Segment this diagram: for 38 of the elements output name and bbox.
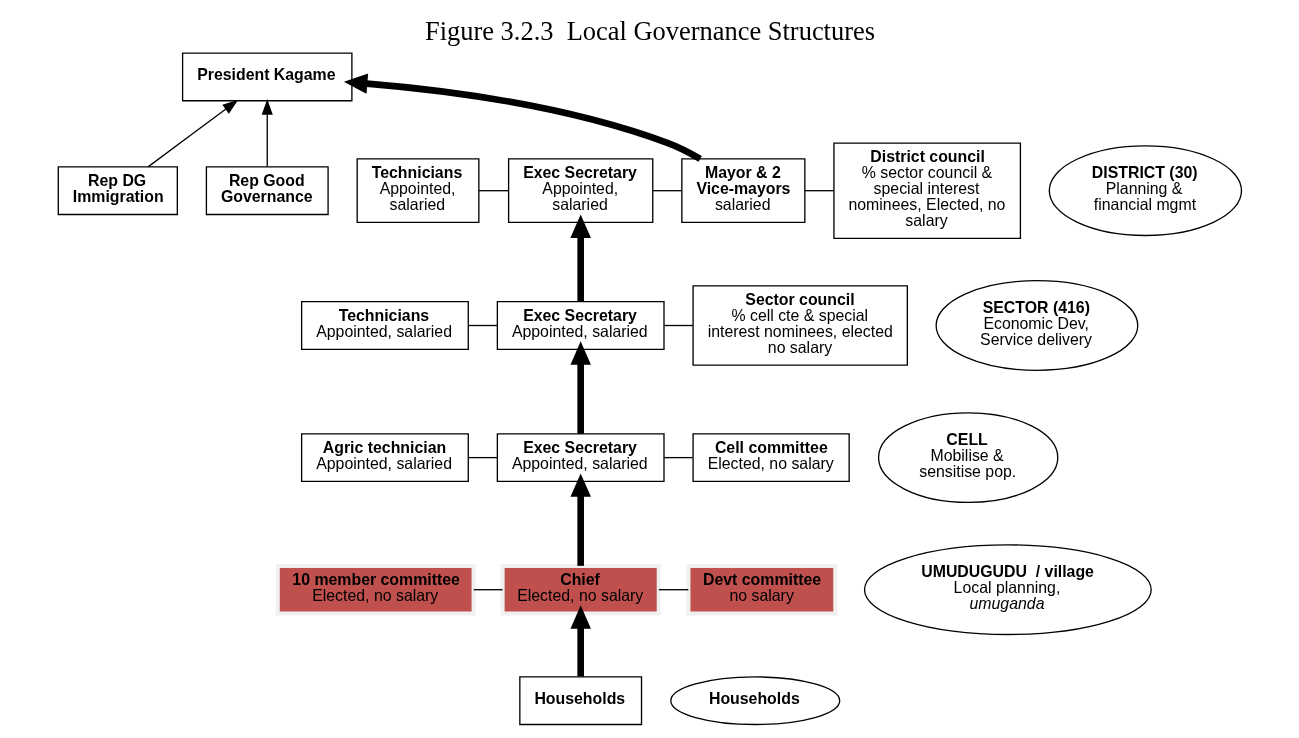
- arrow: [147, 99, 238, 168]
- node-box: Chief Elected, no salary: [500, 563, 661, 616]
- connector: [663, 456, 693, 459]
- connector: [477, 190, 509, 192]
- node-box: Technicians Appointed, salaried: [356, 158, 479, 224]
- node-box: 10 member committee Elected, no salary: [275, 563, 476, 616]
- node-box: Exec Secretary Appointed, salaried: [496, 433, 665, 483]
- connector: [651, 190, 682, 192]
- node-box: Cell committee Elected, no salary: [691, 433, 850, 483]
- connector: [803, 190, 834, 192]
- arrow: [261, 98, 273, 167]
- arrow: [569, 473, 591, 566]
- node-box: President Kagame: [181, 52, 353, 102]
- arrow: [569, 605, 591, 677]
- connector: [663, 324, 694, 327]
- node-box: Technicians Appointed, salaried: [300, 301, 469, 350]
- node-ellipse: SECTOR (416) Economic Dev, Service delivery: [934, 280, 1138, 371]
- node-ellipse: CELL Mobilise & sensitise pop.: [877, 412, 1058, 504]
- arrow: [569, 214, 591, 302]
- connector: [657, 589, 689, 591]
- connector: [467, 456, 498, 459]
- node-box: Exec Secretary Appointed, salaried: [496, 301, 665, 350]
- node-box: Sector council % cell cte & special interest nominees, elected no salary: [691, 285, 908, 366]
- node-box: Rep DG Immigration: [57, 166, 178, 216]
- node-box: Households: [518, 676, 642, 726]
- arrow: [343, 73, 702, 162]
- node-box: Agric technician Appointed, salaried: [300, 433, 469, 483]
- node-box: Mayor & 2 Vice-mayors salaried: [680, 158, 805, 224]
- node-ellipse: DISTRICT (30) Planning & financial mgmt: [1048, 145, 1242, 237]
- connector: [467, 324, 498, 327]
- node-box: Exec Secretary Appointed, salaried: [507, 158, 653, 224]
- diagram-title: Figure 3.2.3 Local Governance Structures: [424, 15, 875, 46]
- node-box: District council % sector council & special interest nominees, Elected, no salary: [832, 142, 1021, 239]
- node-ellipse: Households: [669, 676, 840, 726]
- node-ellipse: UMUDUGUDU / village Local planning, umuganda: [863, 544, 1152, 636]
- node-box: Rep Good Governance: [205, 166, 329, 216]
- connector: [472, 589, 503, 591]
- node-box: Devt committee no salary: [686, 563, 837, 616]
